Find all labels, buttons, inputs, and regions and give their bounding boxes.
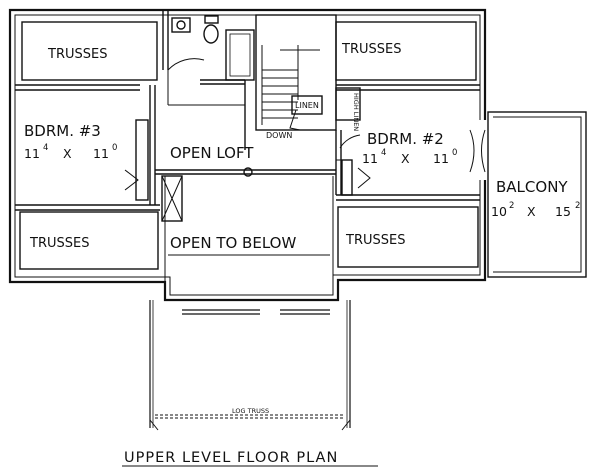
- balcony-deck: [487, 111, 587, 278]
- lower-open-area: [149, 300, 351, 431]
- svg-text:X: X: [401, 151, 410, 166]
- post-circle: [243, 167, 253, 177]
- toilet-tank: [204, 15, 219, 24]
- bath-area: [162, 10, 255, 150]
- stairwell: [255, 14, 361, 131]
- toilet-bowl: [203, 24, 219, 44]
- sink-fixture: [176, 20, 186, 30]
- bedroom3-walls: [15, 84, 160, 211]
- log-truss-label: LOG TRUSS: [232, 407, 269, 415]
- bedroom2-name: BDRM. #2: [367, 130, 444, 148]
- trusses-bottom-right-zone: [337, 206, 479, 268]
- svg-text:10: 10: [491, 204, 507, 219]
- bedroom2-walls: [335, 84, 488, 201]
- svg-text:X: X: [63, 146, 72, 161]
- high-linen-label: HIGH LINEN: [352, 93, 360, 131]
- svg-text:2: 2: [575, 201, 580, 211]
- svg-text:4: 4: [381, 148, 386, 158]
- trusses-top-left-zone: [21, 21, 158, 81]
- loft-railing: [155, 167, 336, 315]
- svg-text:11: 11: [362, 151, 378, 166]
- plan-title: UPPER LEVEL FLOOR PLAN: [124, 450, 338, 466]
- open-loft-label: OPEN LOFT: [170, 144, 254, 162]
- balcony-name: BALCONY: [496, 178, 568, 196]
- trusses-top-right-label: TRUSSES: [341, 42, 401, 57]
- balcony-dimensions: 10 2 X 15 2: [491, 201, 580, 219]
- stair-down-label: DOWN: [266, 131, 292, 140]
- trusses-bottom-left-zone: [19, 211, 159, 270]
- svg-text:11: 11: [93, 146, 109, 161]
- trusses-top-left-label: TRUSSES: [47, 47, 107, 62]
- trusses-bottom-right-label: TRUSSES: [345, 233, 405, 248]
- svg-text:X: X: [527, 204, 536, 219]
- trusses-bottom-left-label: TRUSSES: [29, 236, 89, 251]
- svg-text:11: 11: [433, 151, 449, 166]
- svg-text:4: 4: [43, 143, 48, 153]
- svg-text:11: 11: [24, 146, 40, 161]
- svg-text:15: 15: [555, 204, 571, 219]
- open-to-below-label: OPEN TO BELOW: [170, 234, 296, 252]
- svg-text:2: 2: [509, 201, 514, 211]
- bedroom3-name: BDRM. #3: [24, 122, 101, 140]
- linen-label: LINEN: [295, 101, 319, 110]
- bedroom2-dimensions: 11 4 X 11 0: [362, 148, 457, 166]
- svg-text:0: 0: [452, 148, 457, 158]
- svg-text:0: 0: [112, 143, 117, 153]
- bedroom3-dimensions: 11 4 X 11 0: [24, 143, 117, 161]
